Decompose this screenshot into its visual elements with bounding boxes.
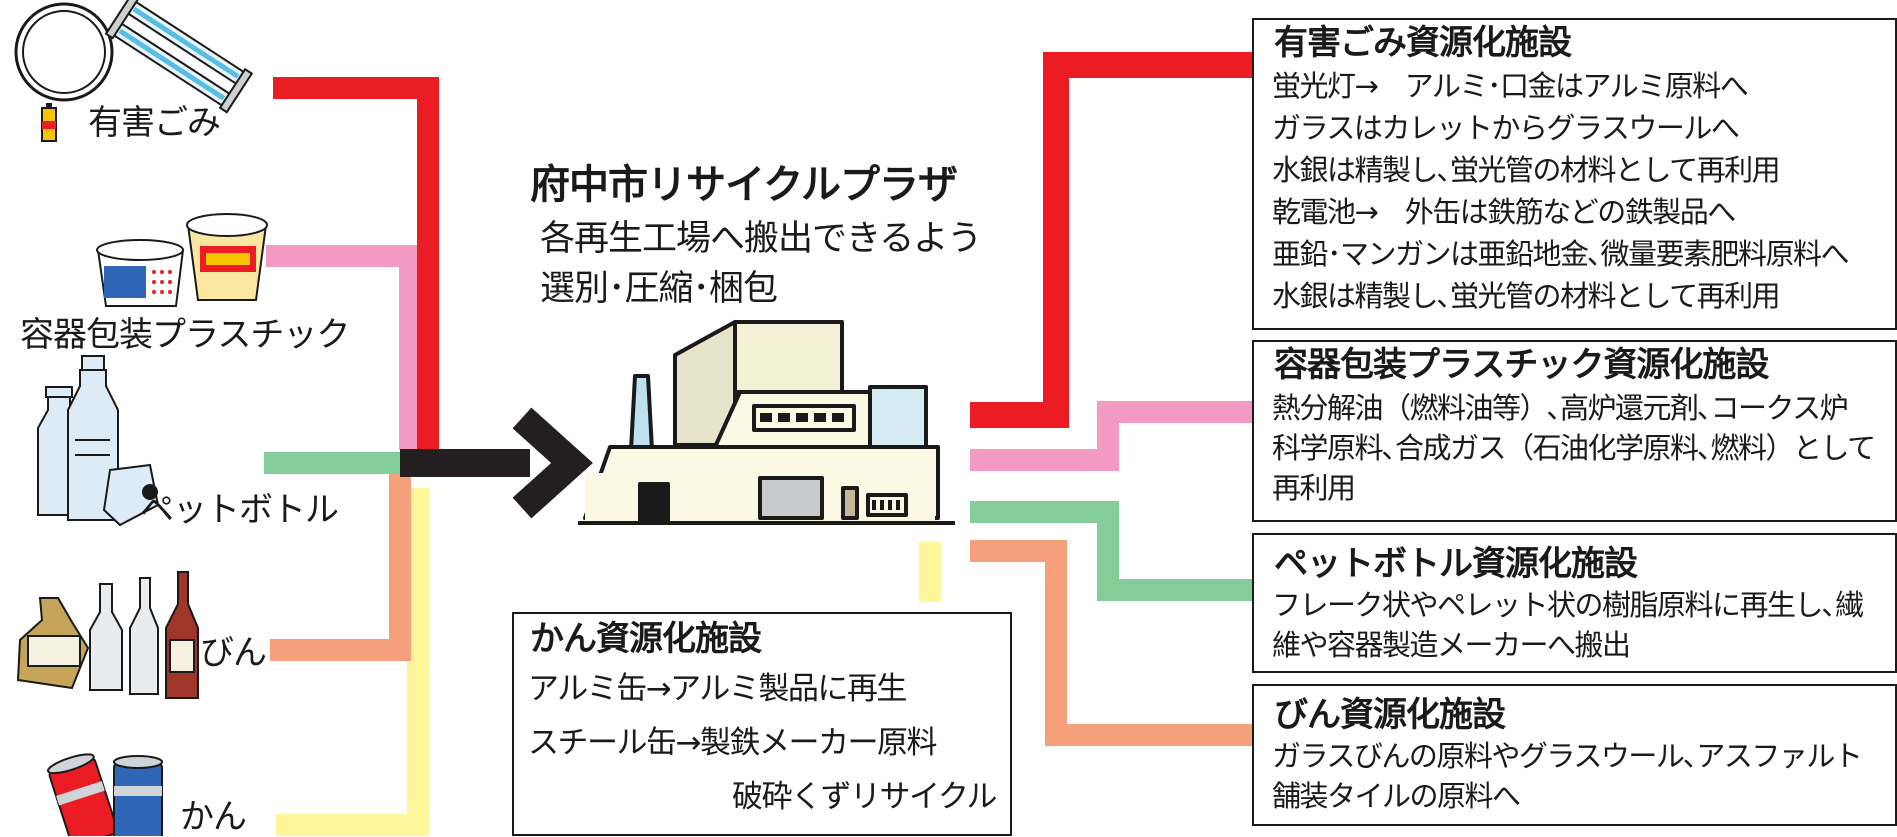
facility-line: 蛍光灯→ アルミ･口金はアルミ原料へ [1272,69,1749,103]
plastic-containers-icon [96,213,268,307]
flow-line-bottle-input [270,470,411,661]
facility-title-pet: ペットボトル資源化施設 [1274,544,1638,584]
facility-line: 舗装タイルの原料へ [1272,779,1521,813]
facility-line: 水銀は精製し､蛍光管の材料として再利用 [1272,153,1781,187]
flow-line-hazardous-input [273,77,439,472]
plaza-title: 府中市リサイクルプラザ [530,162,958,208]
pet-bottles-icon [37,355,160,527]
facility-line: 水銀は精製し､蛍光管の材料として再利用 [1272,279,1781,313]
facility-box-bottle: びん資源化施設 ガラスびんの原料やグラスウール､アスファルト 舗装タイルの原料へ [1252,684,1897,826]
facility-line: フレーク状やペレット状の樹脂原料に再生し､繊 [1272,588,1864,622]
flow-line-bottle-output [970,540,1252,746]
facility-box-hazardous: 有害ごみ資源化施設 蛍光灯→ アルミ･口金はアルミ原料へ ガラスはカレットからグ… [1252,18,1897,330]
flow-line-hazardous-output [970,52,1252,428]
facility-title-hazardous: 有害ごみ資源化施設 [1274,23,1572,63]
facility-line: ガラスはカレットからグラスウールへ [1272,111,1740,145]
inflow-arrow [400,407,593,519]
facility-title-can: かん資源化施設 [530,619,762,659]
facility-box-can: かん資源化施設 アルミ缶→アルミ製品に再生 スチール缶→製鉄メーカー原料 破砕く… [512,612,1012,836]
source-label-pet: ペットボトル [140,490,339,530]
source-label-bottle: びん [200,633,267,673]
recycling-plaza-building-icon [578,320,955,525]
facility-line: 破砕くずリサイクル [732,779,997,815]
flow-line-can-input [276,488,429,836]
facility-title-bottle: びん資源化施設 [1274,695,1506,735]
facility-box-pet: ペットボトル資源化施設 フレーク状やペレット状の樹脂原料に再生し､繊 維や容器製… [1252,533,1897,673]
facility-line: アルミ缶→アルミ製品に再生 [528,671,907,707]
plaza-description-line-2: 選別･圧縮･梱包 [540,269,778,309]
flow-line-pet-output [970,501,1252,601]
facility-line: ガラスびんの原料やグラスウール､アスファルト [1272,739,1863,773]
source-label-plastic: 容器包装プラスチック [20,315,350,355]
source-label-hazardous: 有害ごみ [88,103,221,143]
hazardous-waste-icon [14,0,254,142]
source-label-can: かん [180,797,247,837]
glass-bottles-icon [16,571,199,699]
cans-icon [46,753,163,836]
facility-line: スチール缶→製鉄メーカー原料 [528,725,937,761]
facility-line: 亜鉛･マンガンは亜鉛地金､微量要素肥料原料へ [1272,237,1850,271]
facility-line: 科学原料､合成ガス（石油化学原料､燃料）として [1272,431,1876,465]
facility-line: 乾電池→ 外缶は鉄筋などの鉄製品へ [1272,195,1736,229]
flow-line-plastic-input [266,245,421,450]
facility-line: 維や容器製造メーカーへ搬出 [1272,628,1631,662]
facility-line: 熱分解油（燃料油等）､高炉還元剤､コークス炉 [1272,391,1849,425]
flow-line-plastic-output [970,401,1252,471]
facility-title-plastic: 容器包装プラスチック資源化施設 [1274,345,1769,385]
facility-line: 再利用 [1272,471,1356,505]
plaza-description-line-1: 各再生工場へ搬出できるよう [540,219,982,259]
facility-box-plastic: 容器包装プラスチック資源化施設 熱分解油（燃料油等）､高炉還元剤､コークス炉 科… [1252,340,1897,522]
